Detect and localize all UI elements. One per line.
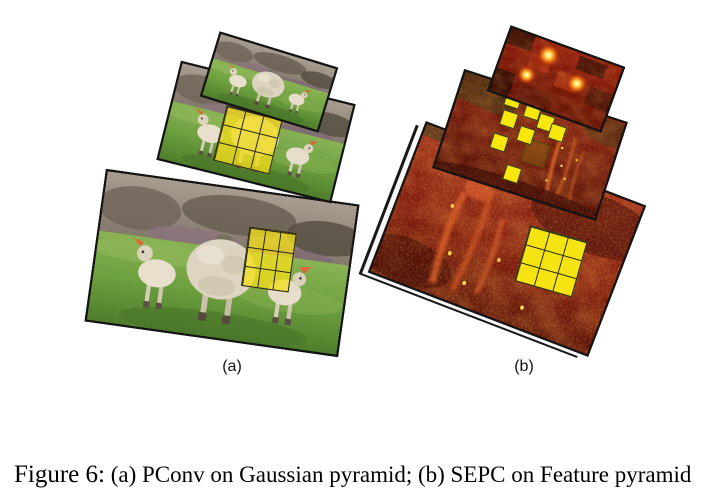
figure-caption-text: (a) PConv on Gaussian pyramid; (b) SEPC … bbox=[110, 462, 692, 487]
figure-caption: Figure 6: (a) PConv on Gaussian pyramid;… bbox=[14, 459, 706, 490]
panel-a-label: (a) bbox=[222, 358, 242, 375]
pconv-kernel-grid-level0 bbox=[241, 226, 297, 293]
figure-caption-label: Figure 6: bbox=[14, 461, 105, 488]
panel-b-label: (b) bbox=[514, 358, 534, 375]
